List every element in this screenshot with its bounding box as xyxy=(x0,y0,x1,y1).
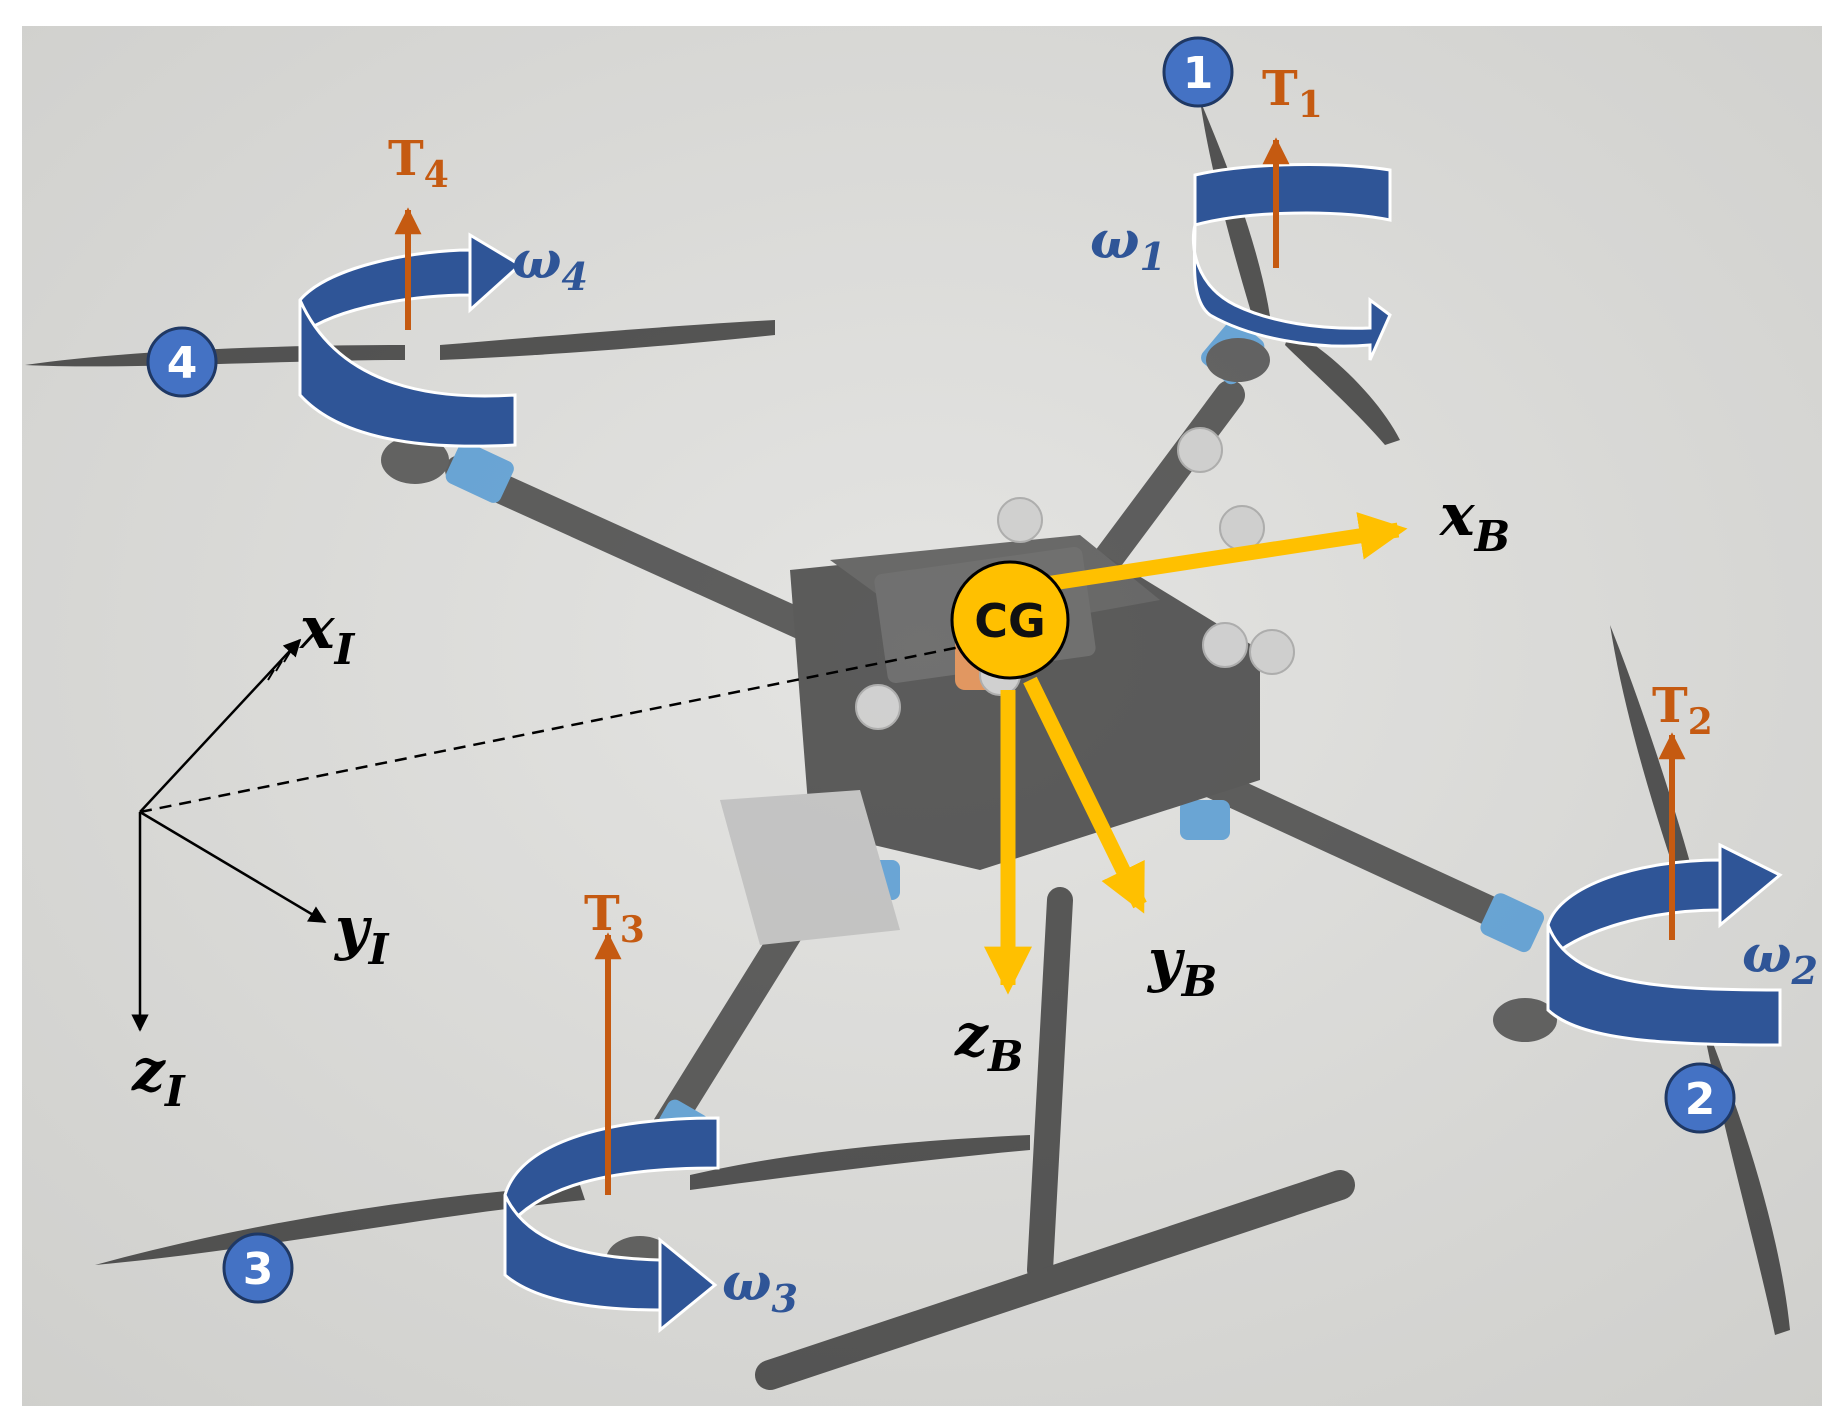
thrust-label-1: T1 xyxy=(1262,61,1323,126)
inertial-x-axis xyxy=(139,638,302,813)
body-frame-labels: xB yB zB xyxy=(954,481,1510,1081)
inertial-y-label: yI xyxy=(333,894,390,974)
thrust-arrows xyxy=(394,137,1686,1195)
omega-label-3: ω3 xyxy=(722,1252,798,1321)
omega-label-1: ω1 xyxy=(1090,210,1166,279)
rotor-badge-3: 3 xyxy=(222,1232,294,1304)
body-x-label: xB xyxy=(1438,481,1510,561)
omega-label-2: ω2 xyxy=(1742,924,1818,993)
inertial-z-label: zI xyxy=(131,1036,186,1116)
drone-photo xyxy=(25,100,1790,1390)
svg-text:3: 3 xyxy=(243,1244,274,1295)
rotor-4-rotation-arrow xyxy=(298,232,523,448)
rotor-3-rotation-arrow xyxy=(503,1194,718,1334)
body-y-axis xyxy=(1023,676,1147,914)
propellers xyxy=(25,100,1790,1335)
inertial-frame-labels: xI yI zI xyxy=(131,594,390,1116)
svg-text:1: 1 xyxy=(1183,48,1214,99)
rotor-badge-2: 2 xyxy=(1664,1062,1736,1134)
body-frame xyxy=(983,512,1408,995)
inertial-frame xyxy=(131,638,971,1032)
rotor-2-rotation-arrow xyxy=(1546,842,1783,1047)
cg-marker: CG xyxy=(950,560,1070,680)
rotor-1-rotation-arrow xyxy=(1191,224,1392,361)
omega-label-4: ω4 xyxy=(512,230,588,299)
svg-text:4: 4 xyxy=(167,338,198,389)
cg-label: CG xyxy=(974,594,1046,648)
body-y-label: yB xyxy=(1146,926,1217,1006)
svg-text:2: 2 xyxy=(1685,1074,1716,1125)
body-z-label: zB xyxy=(954,1001,1023,1081)
thrust-label-3: T3 xyxy=(584,886,645,951)
rotor-3-rotation-arrow-back xyxy=(503,1116,720,1235)
rotor-badges: 1 2 3 4 xyxy=(146,36,1736,1304)
position-vector xyxy=(139,643,971,814)
body-x-axis xyxy=(1018,512,1408,596)
thrust-label-4: T4 xyxy=(388,131,449,196)
thrust-labels: T1 T2 T3 T4 xyxy=(388,61,1713,951)
rotor-badge-4: 4 xyxy=(146,326,218,398)
omega-labels: ω1 ω2 ω3 ω4 xyxy=(512,210,1818,1321)
landing-gear xyxy=(755,887,1355,1390)
inertial-y-axis xyxy=(139,810,327,924)
inertial-x-label: xI xyxy=(298,594,356,674)
inertial-x-hatch xyxy=(267,651,291,681)
rotor-badge-1: 1 xyxy=(1162,36,1234,108)
thrust-label-2: T2 xyxy=(1652,678,1713,743)
